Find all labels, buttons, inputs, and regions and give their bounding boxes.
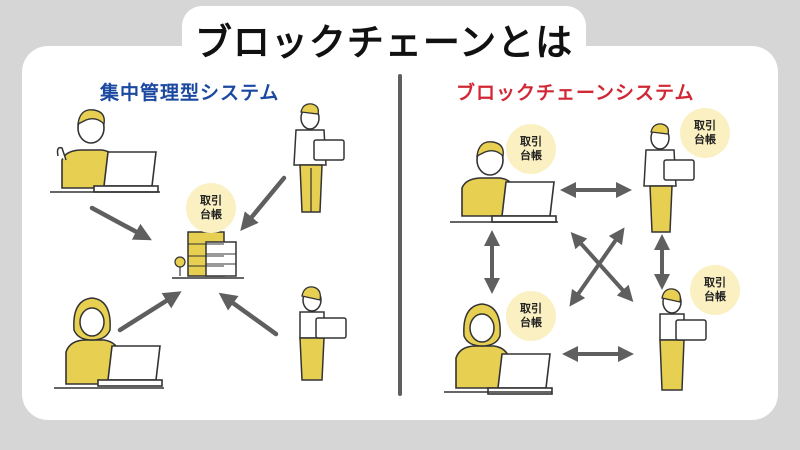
- ledger-badge-line2: 台帳: [520, 149, 542, 162]
- title-tab: ブロックチェーンとは: [182, 6, 586, 72]
- ledger-badge-central: 取引 台帳: [186, 183, 236, 233]
- person-woman-tablet-icon: [299, 286, 347, 381]
- central-system-heading: 集中管理型システム: [100, 82, 280, 104]
- arrow-icon: [240, 175, 287, 231]
- ledger-badge-node-4: 取引 台帳: [690, 265, 740, 315]
- ledger-badge-line1: 取引: [694, 119, 716, 132]
- building-icon: [172, 231, 244, 279]
- page-title: ブロックチェーンとは: [194, 21, 574, 64]
- ledger-badge-line2: 台帳: [704, 290, 726, 303]
- arrow-icon: [89, 205, 152, 241]
- node-man-laptop-icon: [450, 141, 558, 223]
- left-arrows: [89, 175, 287, 337]
- person-man-laptop-icon: [50, 109, 160, 193]
- ledger-badge-line2: 台帳: [520, 316, 542, 329]
- ledger-badge-node-1: 取引 台帳: [506, 124, 556, 174]
- double-arrow-icon: [569, 227, 625, 307]
- ledger-badge-line1: 取引: [704, 276, 726, 289]
- ledger-badge-node-2: 取引 台帳: [680, 108, 730, 158]
- right-arrows: [484, 182, 670, 362]
- ledger-badge-line2: 台帳: [694, 133, 716, 146]
- node-woman-laptop-icon: [444, 303, 553, 395]
- arrow-icon: [218, 292, 279, 337]
- ledger-badge-node-3: 取引 台帳: [506, 291, 556, 341]
- person-man-tablet-icon: [293, 103, 345, 213]
- person-woman-laptop-icon: [54, 297, 164, 389]
- arrow-icon: [117, 291, 182, 333]
- ledger-badge-line2: 台帳: [200, 208, 222, 221]
- node-man-tablet-icon: [643, 123, 695, 233]
- blockchain-system-heading: ブロックチェーンシステム: [456, 82, 695, 104]
- ledger-badge-line1: 取引: [520, 302, 542, 315]
- ledger-badge-line1: 取引: [520, 135, 542, 148]
- panel-divider: [398, 74, 402, 396]
- node-woman-tablet-icon: [659, 288, 707, 391]
- ledger-badge-line1: 取引: [200, 194, 222, 207]
